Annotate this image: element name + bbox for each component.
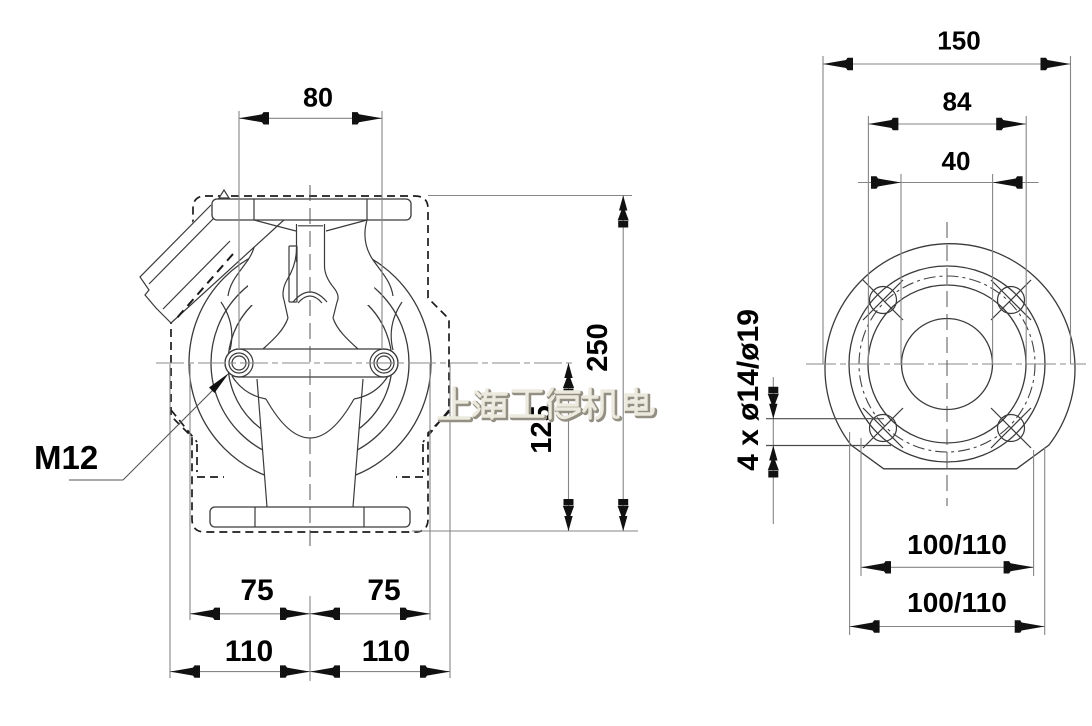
svg-text:110: 110 — [225, 635, 273, 668]
svg-text:84: 84 — [943, 87, 972, 117]
svg-text:4 x ø14/ø19: 4 x ø14/ø19 — [732, 309, 765, 471]
svg-text:75: 75 — [240, 574, 273, 607]
svg-text:40: 40 — [942, 146, 971, 176]
svg-text:250: 250 — [582, 323, 614, 371]
svg-text:100/110: 100/110 — [907, 529, 1007, 560]
svg-text:80: 80 — [303, 83, 333, 113]
svg-text:100/110: 100/110 — [907, 587, 1007, 618]
svg-text:75: 75 — [367, 574, 400, 607]
svg-text:150: 150 — [937, 26, 980, 56]
svg-text:110: 110 — [362, 635, 410, 668]
svg-text:M12: M12 — [34, 439, 98, 476]
